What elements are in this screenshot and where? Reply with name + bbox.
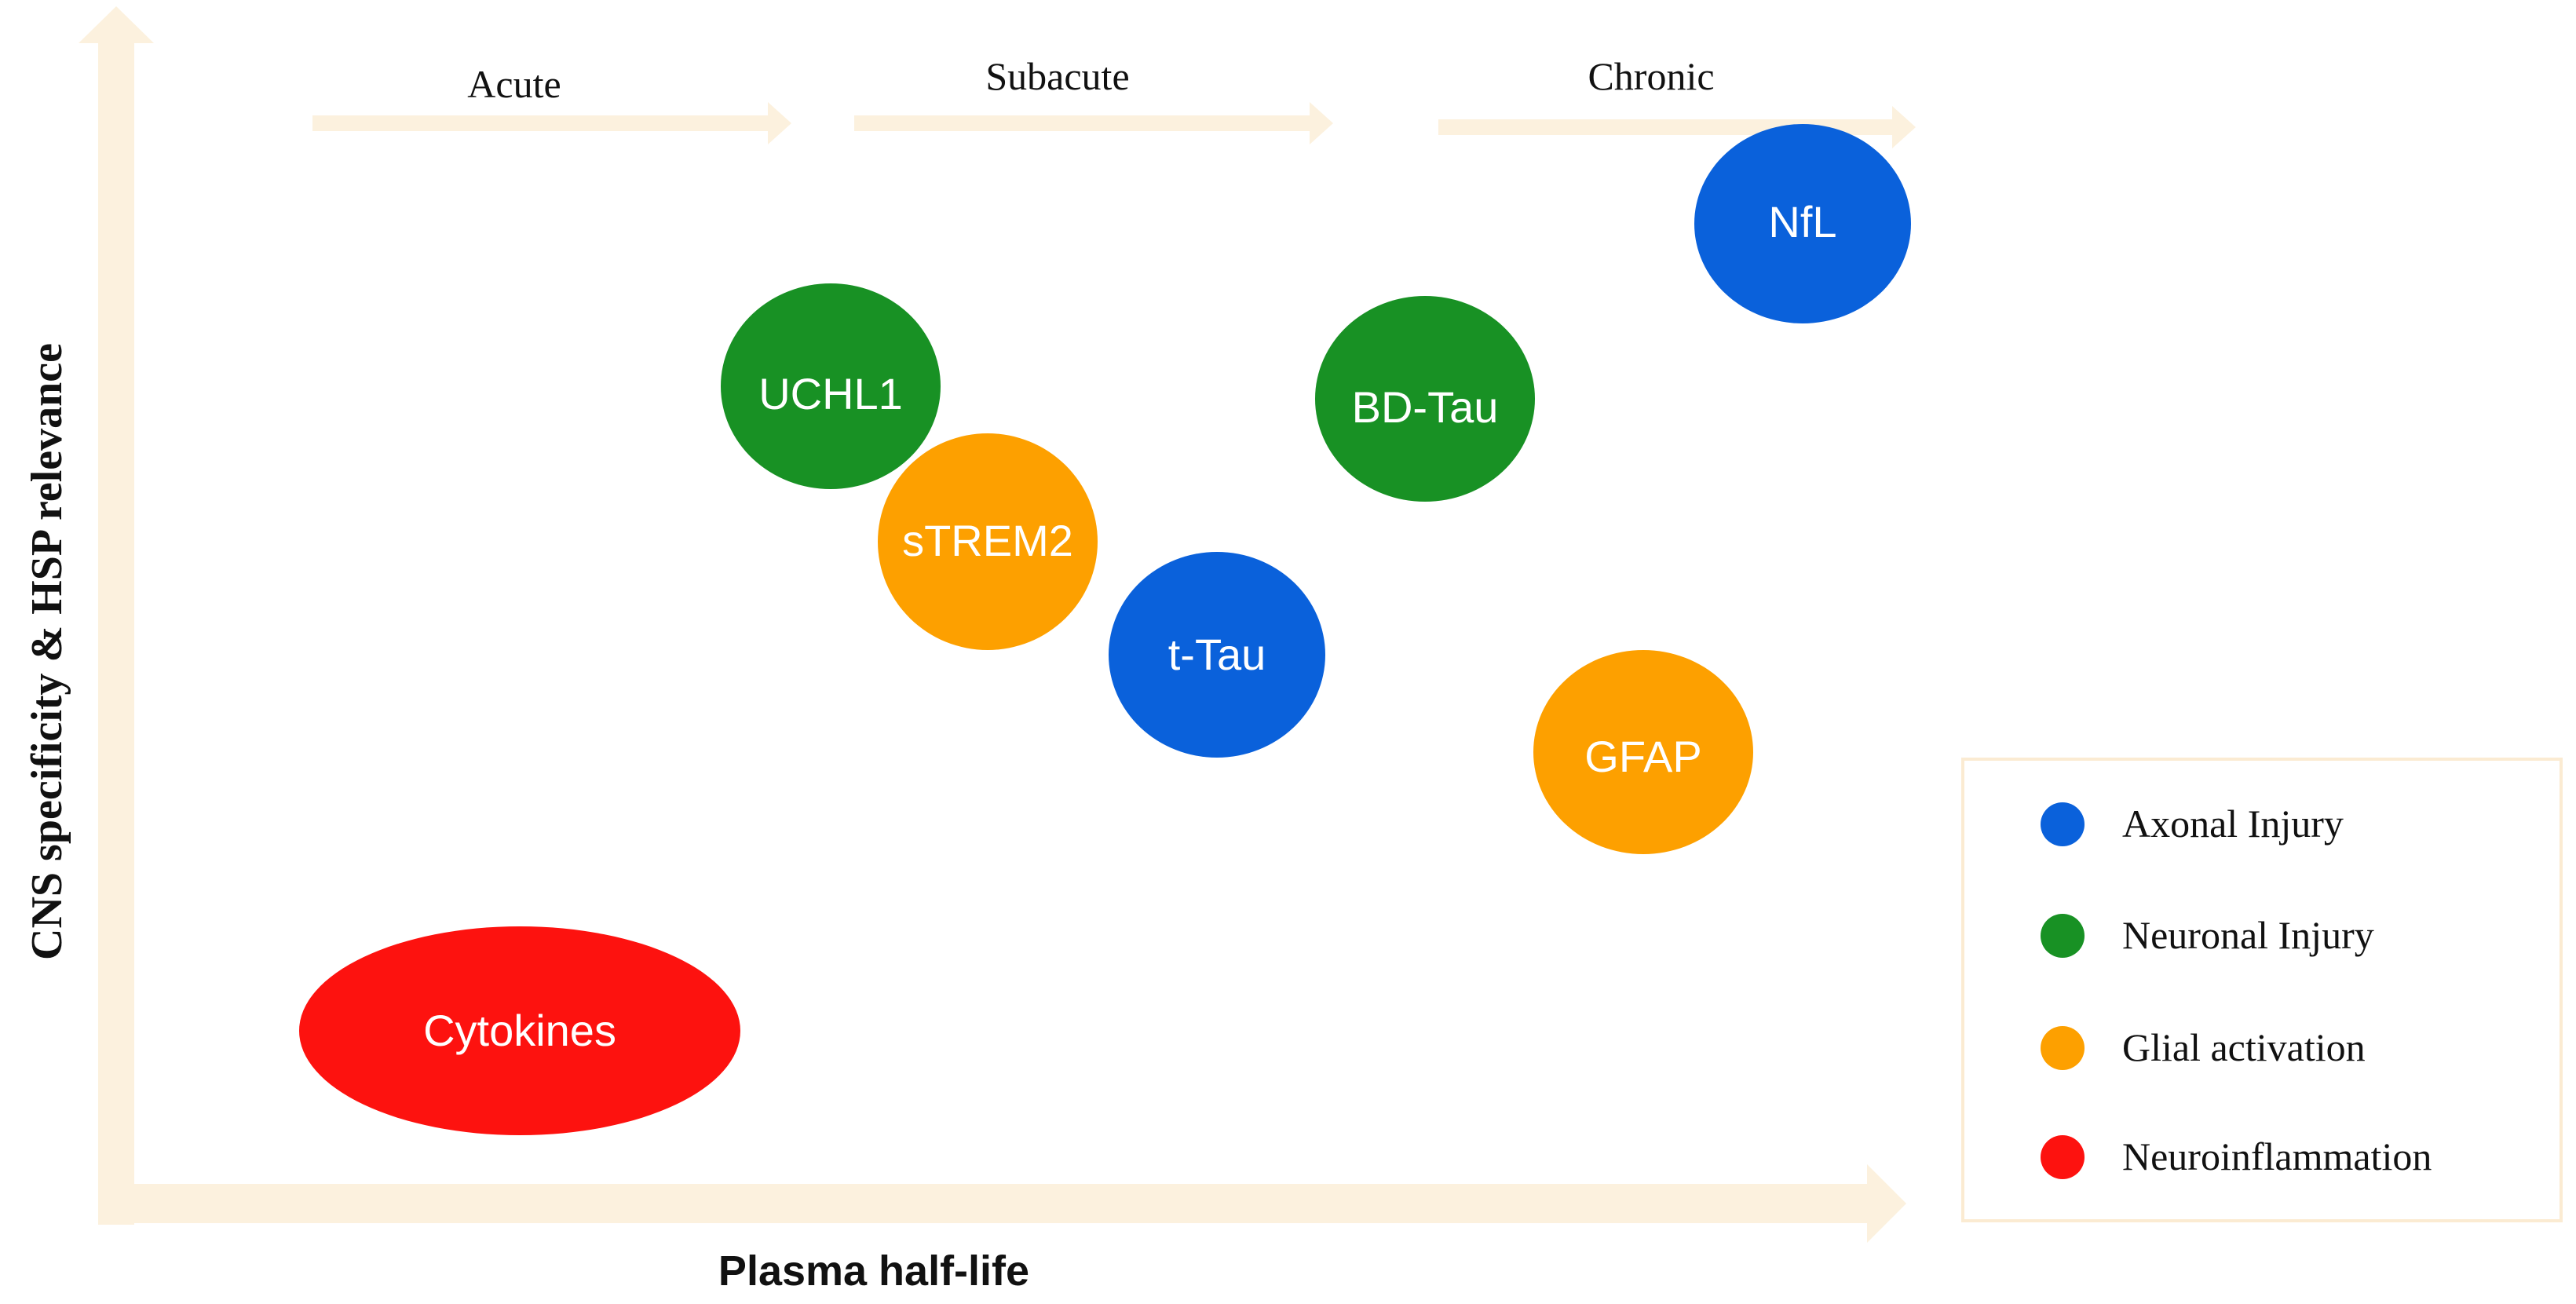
biomarker-label: GFAP [1584,732,1701,781]
legend-label: Glial activation [2122,1025,2366,1069]
x-axis-arrow [98,1164,1906,1243]
x-axis-label: Plasma half-life [718,1247,1029,1295]
biomarker-label: sTREM2 [902,516,1073,565]
biomarker-uchl1: UCHL1 [721,283,941,489]
legend-item: Axonal Injury [2041,802,2344,846]
legend-swatch-glial [2041,1026,2085,1070]
biomarker-t-tau: t-Tau [1109,552,1325,758]
y-axis-label: CNS specificity & HSP relevance [23,343,71,960]
legend-label: Axonal Injury [2122,802,2344,846]
phase-label-chronic: Chronic [1588,54,1714,98]
biomarker-nfl: NfL [1694,124,1911,323]
y-axis-arrow [79,6,154,1225]
phase-arrow-acute [312,102,791,144]
phase-label-subacute: Subacute [985,54,1129,98]
legend-item: Neuronal Injury [2041,913,2374,958]
legend-swatch-inflammation [2041,1135,2085,1179]
legend: Axonal Injury Neuronal Injury Glial acti… [1961,758,2563,1222]
legend-label: Neuroinflammation [2122,1134,2432,1178]
biomarker-cytokines: Cytokines [299,926,740,1135]
legend-swatch-axonal [2041,802,2085,846]
biomarker-label: t-Tau [1168,630,1266,679]
biomarker-label: BD-Tau [1352,382,1499,432]
phase-label-acute: Acute [467,62,561,106]
biomarker-gfap: GFAP [1533,650,1753,854]
legend-label: Neuronal Injury [2122,913,2374,957]
phase-arrow-chronic [1438,106,1916,148]
biomarker-label: UCHL1 [758,369,903,418]
biomarker-label: NfL [1768,197,1836,247]
phase-arrow-subacute [854,102,1333,144]
legend-item: Neuroinflammation [2041,1134,2432,1179]
biomarker-label: Cytokines [423,1006,616,1055]
legend-swatch-neuronal [2041,914,2085,958]
legend-item: Glial activation [2041,1025,2366,1070]
biomarker-bd-tau: BD-Tau [1315,296,1535,502]
biomarker-strem2: sTREM2 [878,433,1098,650]
